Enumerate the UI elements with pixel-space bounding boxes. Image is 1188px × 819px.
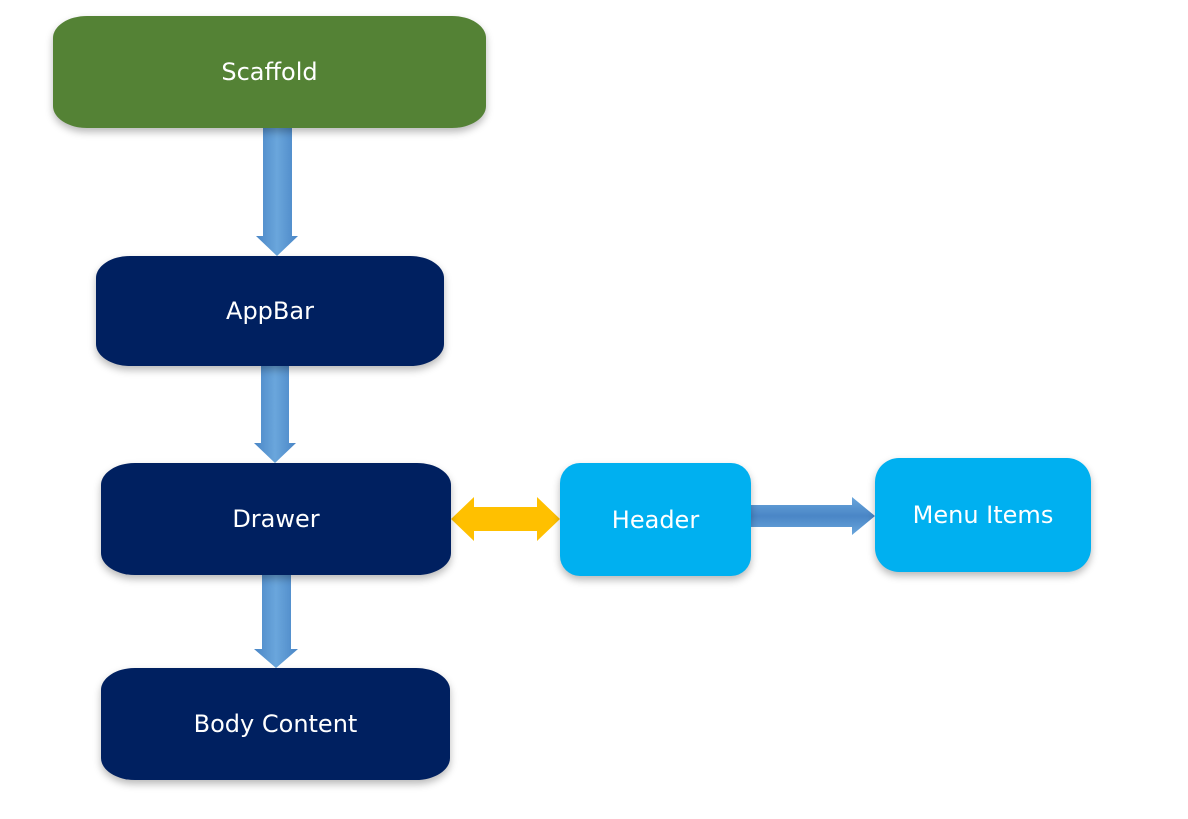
- arrow-header-to-menu: [751, 497, 875, 535]
- appbar-node: AppBar: [96, 256, 444, 366]
- scaffold-node: Scaffold: [53, 16, 486, 128]
- appbar-label: AppBar: [226, 297, 314, 325]
- header-label: Header: [611, 505, 700, 534]
- menu-items-label: Menu Items: [912, 501, 1054, 529]
- double-arrow-drawer-header: [451, 497, 560, 541]
- arrow-appbar-to-drawer: [254, 366, 296, 463]
- scaffold-label: Scaffold: [221, 58, 318, 86]
- drawer-node: Drawer: [101, 463, 451, 575]
- body-content-label: Body Content: [193, 710, 358, 738]
- body-content-node: Body Content: [101, 668, 450, 780]
- drawer-label: Drawer: [232, 505, 320, 533]
- arrow-scaffold-to-appbar: [256, 128, 298, 256]
- header-node: Header: [560, 463, 751, 576]
- menu-items-node: Menu Items: [875, 458, 1091, 572]
- arrow-drawer-to-body: [254, 575, 298, 668]
